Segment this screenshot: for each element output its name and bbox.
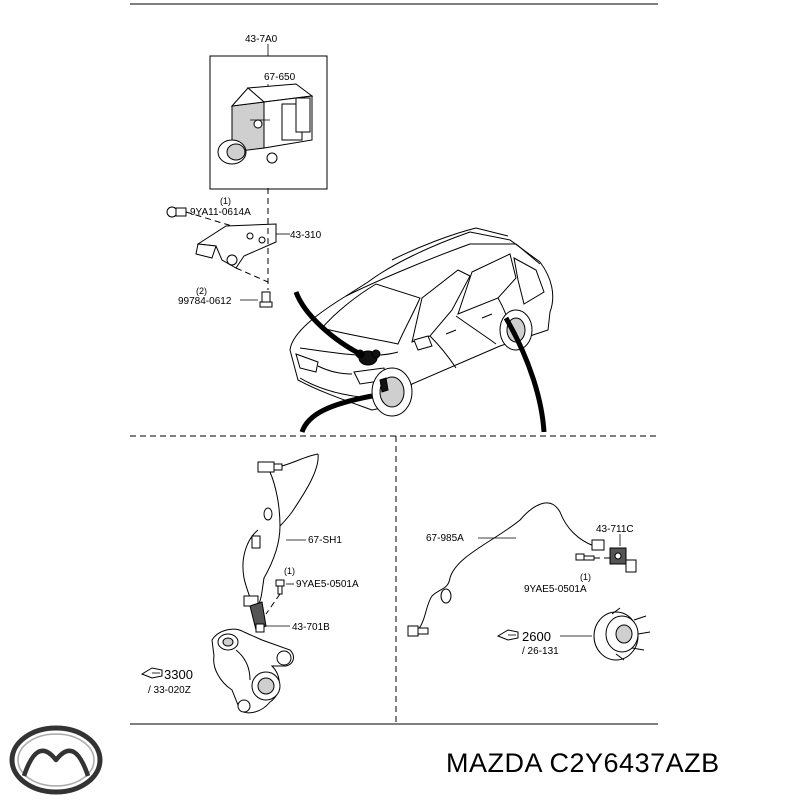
wheel-hub [593, 607, 651, 661]
brand-title: MAZDA C2Y6437AZB [446, 748, 720, 778]
front-sensor-head [243, 595, 267, 633]
steering-knuckle [211, 628, 294, 714]
label-rear-bolt: 9YAE5-0501A [524, 584, 587, 595]
vehicle-illustration [289, 227, 554, 417]
abs-module-group: 43-7A0 67-650 [209, 34, 328, 190]
bracket-group: (1) 9YA11-0614A 43-310 (2) 99784-0612 [166, 188, 322, 308]
hcu-unit [217, 83, 314, 165]
label-rear-sensor: 67-985A [426, 533, 464, 544]
label-front-part: 43-701B [292, 622, 330, 633]
callout-curves [293, 291, 547, 433]
bolt-bottom-icon [259, 291, 273, 308]
label-bracket: 43-310 [290, 230, 322, 241]
label-abs-assembly: 43-7A0 [245, 34, 278, 45]
label-bolt-bottom-qty: (2) [196, 286, 207, 296]
rear-sensor-group: 67-985A 43-711C (1) 9YAE5-0501A [407, 502, 651, 661]
label-front-ref-sub: / 33-020Z [148, 685, 191, 696]
front-bolt-icon [275, 579, 285, 595]
rear-sensor-head [609, 547, 637, 573]
label-front-bolt-qty: (1) [284, 566, 295, 576]
mazda-logo [9, 725, 103, 795]
label-front-sensor: 67-SH1 [308, 535, 342, 546]
label-rear-ref: 2600 [522, 629, 551, 644]
front-sensor-group: 67-SH1 (1) 9YAE5-0501A 43-701B [140, 453, 359, 714]
label-rear-part: 43-711C [596, 524, 634, 535]
label-bolt-top-qty: (1) [220, 196, 231, 206]
label-bolt-bottom: 99784-0612 [178, 296, 232, 307]
label-rear-ref-sub: / 26-131 [522, 646, 559, 657]
front-connector [257, 461, 283, 473]
rear-bolt-icon [575, 553, 595, 561]
label-hcu: 67-650 [264, 72, 296, 83]
label-rear-bolt-qty: (1) [580, 572, 591, 582]
bracket-part [195, 223, 277, 269]
pointing-hand-icon [140, 667, 163, 679]
pointing-hand-icon [496, 629, 519, 641]
rear-connector-left [407, 625, 429, 637]
diagram-frame [130, 3, 658, 725]
label-front-bolt: 9YAE5-0501A [296, 579, 359, 590]
label-front-ref: 3300 [164, 667, 193, 682]
bolt-top-icon [166, 206, 187, 218]
rear-connector-right [591, 539, 605, 551]
label-bolt-top: 9YA11-0614A [190, 207, 251, 218]
